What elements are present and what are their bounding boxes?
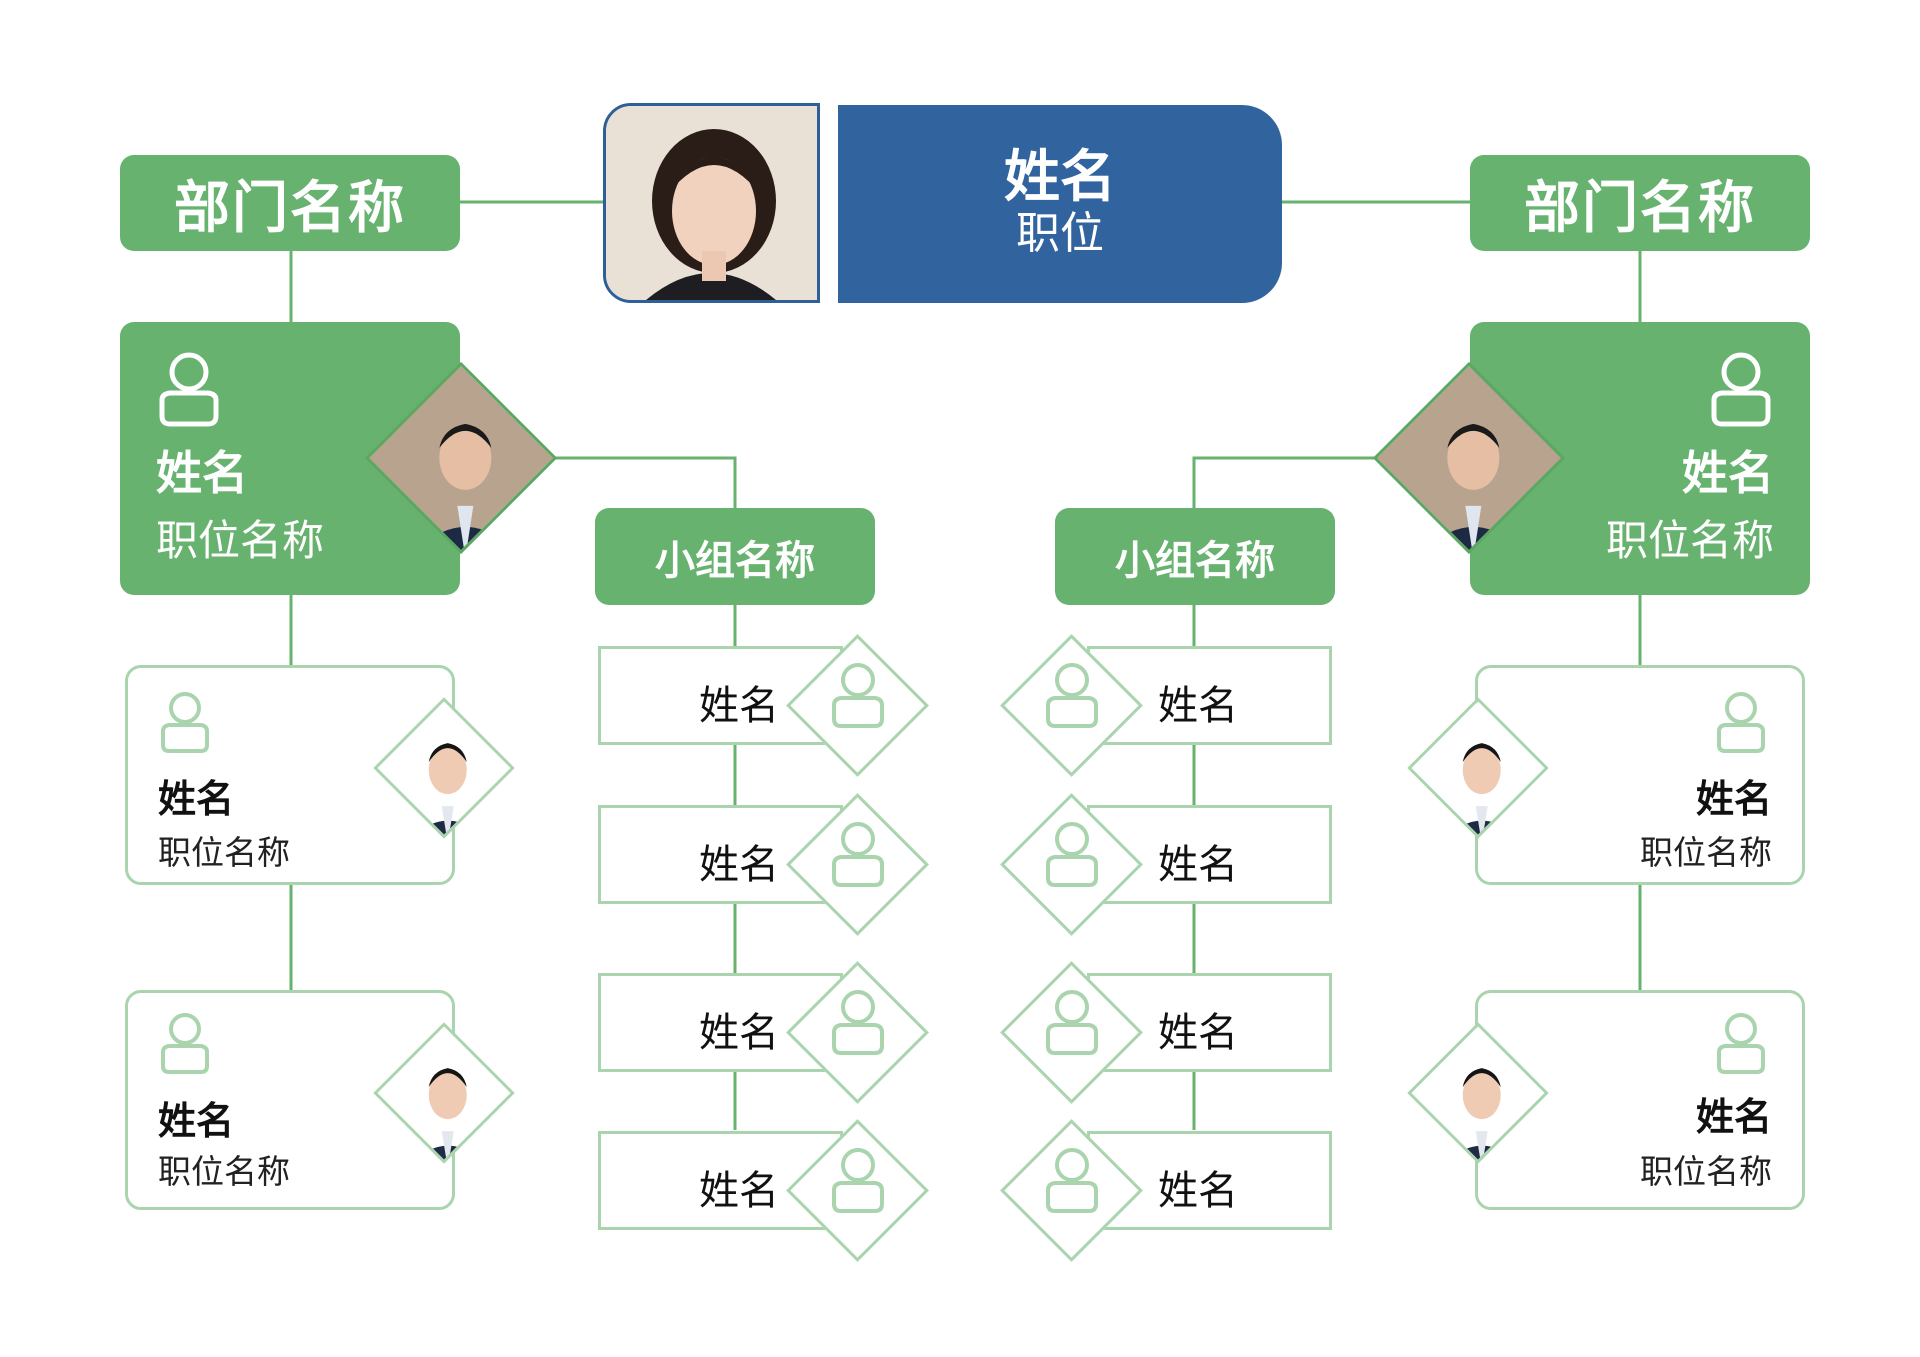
person-icon — [1046, 822, 1098, 887]
group-title: 小组名称 — [1115, 537, 1275, 584]
ceo-card: 姓名 职位 — [838, 105, 1282, 303]
person-icon — [1046, 990, 1098, 1055]
person-icon — [161, 1013, 209, 1074]
member-name: 姓名 — [1158, 1168, 1238, 1214]
manager-name: 姓名 — [156, 446, 248, 500]
ceo-name: 姓名 — [1004, 144, 1116, 210]
person-icon — [832, 1148, 884, 1213]
person-icon — [832, 663, 884, 728]
member-name: 姓名 — [1158, 683, 1238, 729]
group-member: 姓名 — [1087, 805, 1332, 904]
member-name: 姓名 — [1158, 842, 1238, 888]
member-name: 姓名 — [699, 1168, 779, 1214]
person-icon — [1717, 692, 1765, 753]
ceo-portrait — [606, 106, 817, 300]
department-title: 部门名称 — [174, 175, 406, 241]
person-icon — [832, 990, 884, 1055]
staff-role: 职位名称 — [158, 1152, 290, 1191]
person-icon — [1717, 1013, 1765, 1074]
staff-role: 职位名称 — [158, 833, 290, 872]
staff-card-left-2: 姓名 职位名称 — [125, 990, 455, 1210]
department-right: 部门名称 — [1470, 155, 1810, 251]
person-icon — [159, 352, 219, 427]
manager-role: 职位名称 — [1605, 516, 1774, 565]
manager-role: 职位名称 — [156, 516, 325, 565]
member-name: 姓名 — [699, 1010, 779, 1056]
staff-name: 姓名 — [1695, 1095, 1772, 1139]
staff-name: 姓名 — [158, 1099, 235, 1143]
group-title: 小组名称 — [655, 537, 815, 584]
department-title: 部门名称 — [1524, 175, 1756, 241]
group-left: 小组名称 — [595, 508, 875, 605]
staff-name: 姓名 — [158, 777, 235, 821]
member-name: 姓名 — [699, 842, 779, 888]
staff-role: 职位名称 — [1640, 1152, 1772, 1191]
group-right: 小组名称 — [1055, 508, 1335, 605]
ceo-role: 职位 — [1016, 208, 1104, 260]
person-icon — [1046, 663, 1098, 728]
person-icon — [832, 822, 884, 887]
manager-name: 姓名 — [1682, 446, 1774, 500]
person-icon — [1711, 352, 1771, 427]
person-icon — [161, 692, 209, 753]
ceo-photo — [603, 103, 820, 303]
member-name: 姓名 — [1158, 1010, 1238, 1056]
member-name: 姓名 — [699, 683, 779, 729]
person-icon — [1046, 1148, 1098, 1213]
group-member: 姓名 — [598, 1131, 843, 1230]
staff-name: 姓名 — [1695, 777, 1772, 821]
staff-role: 职位名称 — [1640, 833, 1772, 872]
department-left: 部门名称 — [120, 155, 460, 251]
